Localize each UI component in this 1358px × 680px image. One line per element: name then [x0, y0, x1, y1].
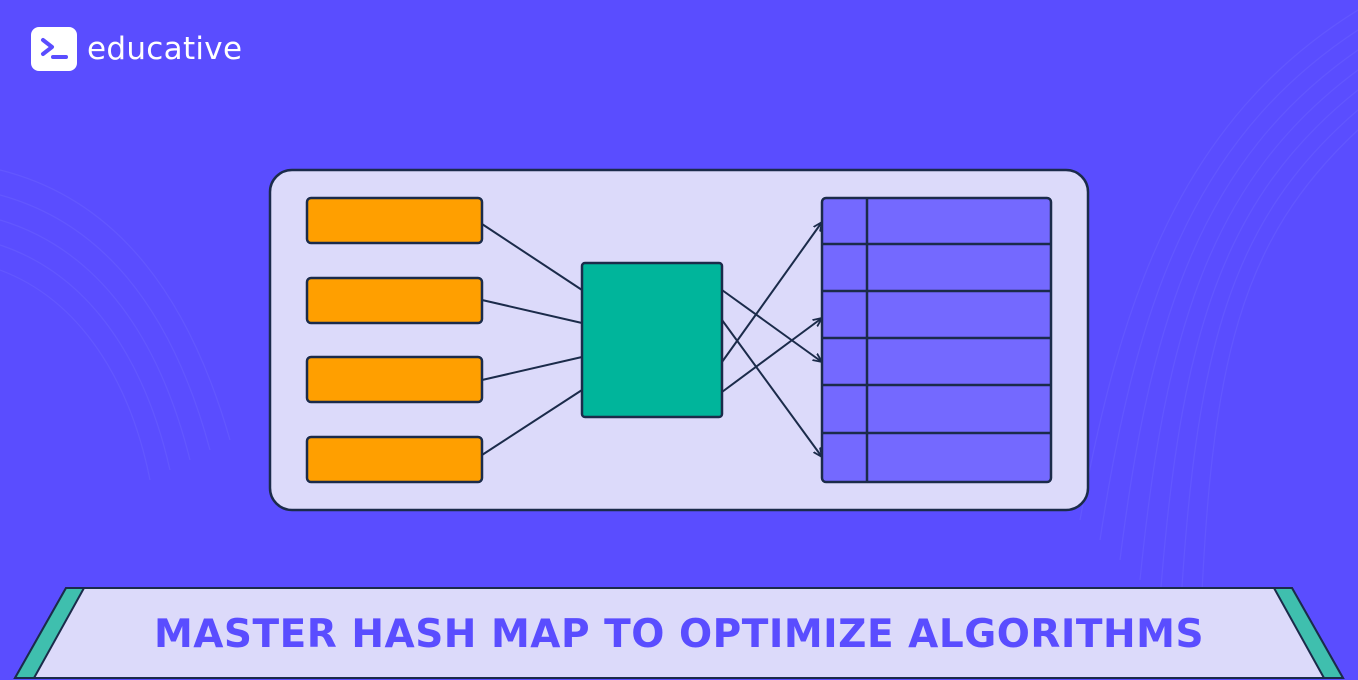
input-keys — [305, 196, 484, 484]
key-box — [305, 435, 484, 484]
bucket-table — [820, 196, 1053, 484]
title-banner — [13, 587, 1345, 679]
banner-title: MASTER HASH MAP TO OPTIMIZE ALGORITHMS — [153, 612, 1205, 657]
key-box — [305, 196, 484, 245]
terminal-prompt-icon — [31, 27, 77, 71]
key-box — [305, 276, 484, 325]
key-to-hash-lines — [481, 223, 583, 456]
brand-name: educative — [87, 31, 243, 67]
key-box — [305, 355, 484, 404]
hash-to-bucket-arrows — [721, 222, 822, 457]
brand-logo[interactable]: educative — [31, 27, 242, 71]
hash-function-box — [580, 261, 724, 419]
